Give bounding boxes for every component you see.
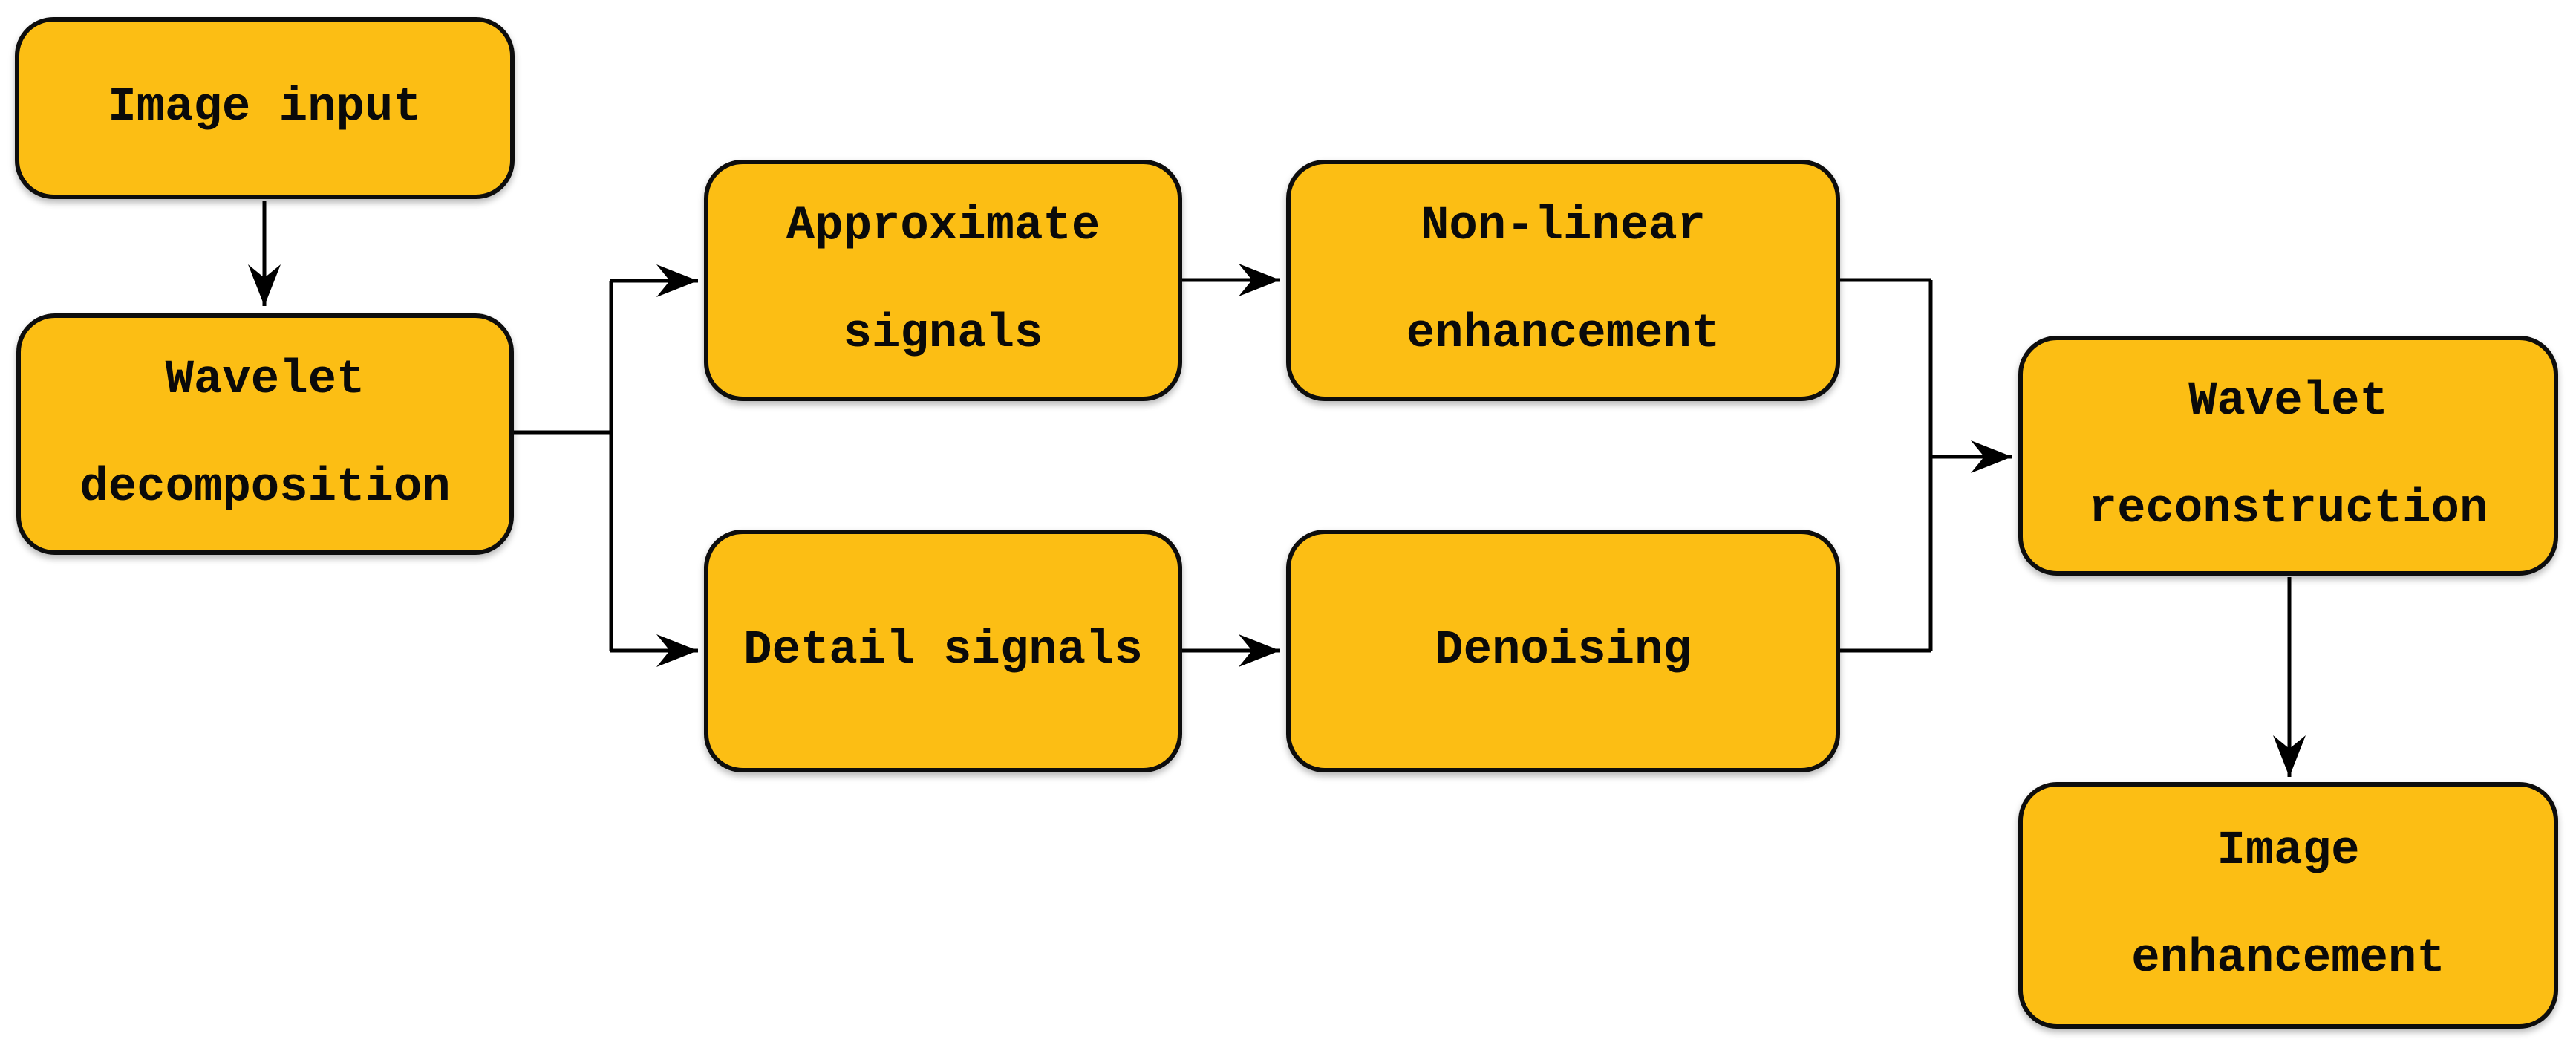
node-image-input: Image input [15, 17, 515, 199]
node-approximate-signals-label: Approximate signals [786, 199, 1100, 361]
node-approximate-signals: Approximate signals [704, 160, 1182, 401]
node-wavelet-decomposition: Wavelet decomposition [16, 313, 514, 555]
node-detail-signals-label: Detail signals [743, 624, 1143, 677]
node-image-enhancement-label: Image enhancement [2131, 824, 2445, 986]
node-non-linear-enhancement-label: Non-linear enhancement [1406, 199, 1721, 361]
node-denoising-label: Denoising [1435, 624, 1692, 677]
node-wavelet-reconstruction: Wavelet reconstruction [2018, 336, 2558, 576]
node-wavelet-reconstruction-label: Wavelet reconstruction [2088, 374, 2488, 536]
node-detail-signals: Detail signals [704, 530, 1182, 772]
node-image-input-label: Image input [108, 81, 422, 134]
node-wavelet-decomposition-label: Wavelet decomposition [79, 353, 451, 515]
node-image-enhancement: Image enhancement [2018, 782, 2558, 1029]
node-non-linear-enhancement: Non-linear enhancement [1286, 160, 1840, 401]
node-denoising: Denoising [1286, 530, 1840, 772]
